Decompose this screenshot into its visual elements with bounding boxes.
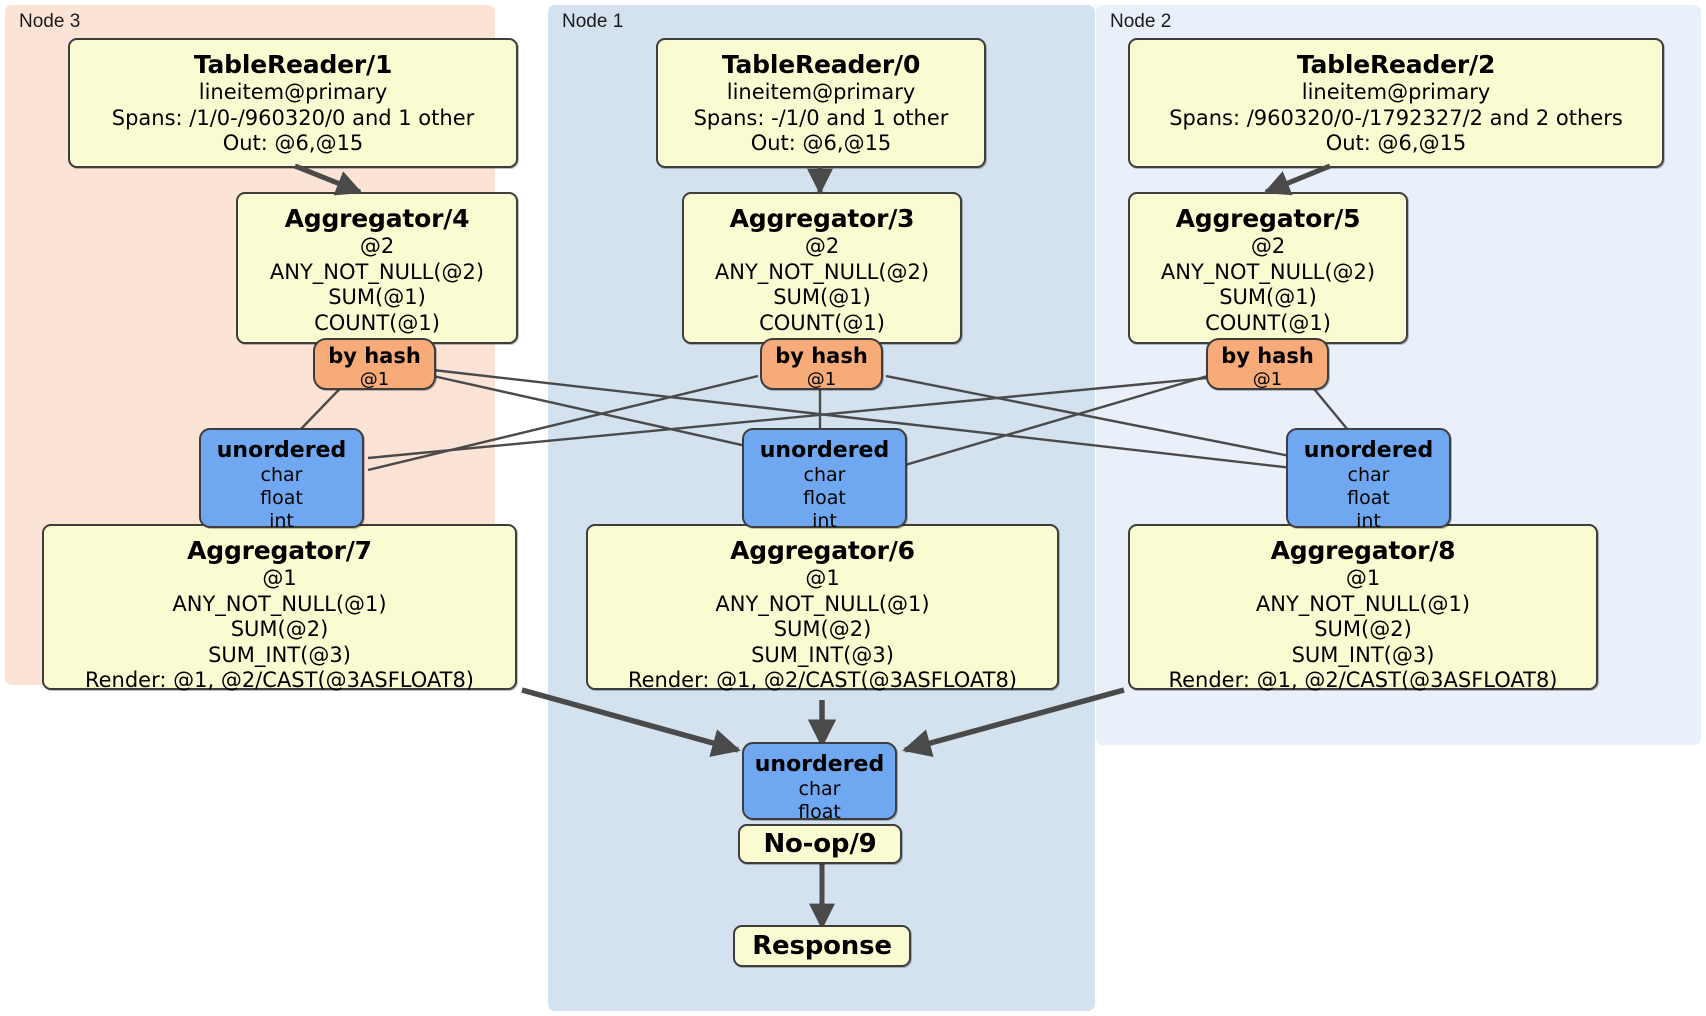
processor-line: Render: @1, @2/CAST(@3ASFLOAT8) xyxy=(1168,668,1558,692)
router-line: float xyxy=(260,487,303,509)
router-unordered-mid[interactable]: unordered char float int xyxy=(742,428,907,532)
processor-line: Out: @6,@15 xyxy=(222,131,364,155)
router-by-hash-mid[interactable]: by hash @1 xyxy=(760,338,883,390)
router-line: char xyxy=(260,464,303,486)
router-line: int xyxy=(1356,510,1381,532)
node-panel-label-node1: Node 1 xyxy=(562,11,624,32)
processor-line: Out: @6,@15 xyxy=(1325,131,1467,155)
processor-line: ANY_NOT_NULL(@2) xyxy=(1160,259,1376,284)
processor-aggregator-4[interactable]: Aggregator/4 @2 ANY_NOT_NULL(@2) SUM(@1)… xyxy=(236,192,518,344)
router-by-hash-right[interactable]: by hash @1 xyxy=(1206,338,1329,390)
router-title: by hash xyxy=(1221,344,1314,368)
processor-line: lineitem@primary xyxy=(198,80,388,104)
processor-aggregator-5[interactable]: Aggregator/5 @2 ANY_NOT_NULL(@2) SUM(@1)… xyxy=(1128,192,1408,344)
router-unordered-left[interactable]: unordered char float int xyxy=(199,428,364,532)
processor-aggregator-6[interactable]: Aggregator/6 @1 ANY_NOT_NULL(@1) SUM(@2)… xyxy=(586,524,1059,692)
processor-line: @1 xyxy=(1345,566,1381,590)
processor-line: ANY_NOT_NULL(@1) xyxy=(172,591,387,616)
processor-line: SUM(@1) xyxy=(773,285,871,309)
processor-line: Spans: /1/0-/960320/0 and 1 other xyxy=(111,105,475,130)
processor-line: Out: @6,@15 xyxy=(750,131,892,155)
node-panel-label-node3: Node 3 xyxy=(19,11,81,32)
processor-title: Aggregator/6 xyxy=(730,536,915,565)
router-title: unordered xyxy=(754,752,885,777)
router-line: float xyxy=(798,801,841,823)
processor-aggregator-7[interactable]: Aggregator/7 @1 ANY_NOT_NULL(@1) SUM(@2)… xyxy=(42,524,517,692)
processor-line: ANY_NOT_NULL(@1) xyxy=(1255,591,1471,616)
processor-line: Render: @1, @2/CAST(@3ASFLOAT8) xyxy=(84,668,475,692)
router-unordered-right[interactable]: unordered char float int xyxy=(1286,428,1451,532)
router-title: unordered xyxy=(216,438,347,463)
processor-response[interactable]: Response xyxy=(733,925,911,967)
processor-line: @2 xyxy=(804,234,840,258)
processor-line: @1 xyxy=(805,566,840,590)
processor-line: SUM_INT(@3) xyxy=(1291,642,1435,667)
processor-line: COUNT(@1) xyxy=(759,310,885,335)
processor-title: TableReader/1 xyxy=(193,50,393,79)
processor-title: Aggregator/3 xyxy=(729,204,915,233)
router-line: @1 xyxy=(1252,369,1283,390)
router-title: by hash xyxy=(775,344,868,368)
processor-tablereader-1[interactable]: TableReader/1 lineitem@primary Spans: /1… xyxy=(68,38,518,168)
processor-line: SUM(@2) xyxy=(230,617,329,641)
processor-title: TableReader/0 xyxy=(721,50,921,79)
router-title: unordered xyxy=(759,438,890,463)
router-line: @1 xyxy=(806,369,837,390)
router-line: int xyxy=(812,510,837,532)
processor-title: TableReader/2 xyxy=(1296,50,1496,79)
processor-line: Render: @1, @2/CAST(@3ASFLOAT8) xyxy=(627,668,1018,692)
processor-line: COUNT(@1) xyxy=(1205,310,1331,335)
router-line: char xyxy=(1347,464,1390,486)
router-title: unordered xyxy=(1303,438,1434,463)
processor-aggregator-8[interactable]: Aggregator/8 @1 ANY_NOT_NULL(@1) SUM(@2)… xyxy=(1128,524,1598,692)
processor-tablereader-0[interactable]: TableReader/0 lineitem@primary Spans: -/… xyxy=(656,38,986,168)
processor-line: Spans: -/1/0 and 1 other xyxy=(693,105,949,130)
router-by-hash-left[interactable]: by hash @1 xyxy=(313,338,436,390)
processor-line: ANY_NOT_NULL(@2) xyxy=(269,259,485,284)
router-line: float xyxy=(803,487,846,509)
processor-line: SUM(@2) xyxy=(1314,617,1412,641)
processor-line: lineitem@primary xyxy=(1301,80,1491,104)
processor-line: SUM(@1) xyxy=(1219,285,1317,309)
processor-aggregator-3[interactable]: Aggregator/3 @2 ANY_NOT_NULL(@2) SUM(@1)… xyxy=(682,192,962,344)
processor-line: SUM(@2) xyxy=(773,617,872,641)
processor-line: @2 xyxy=(359,234,395,258)
processor-title: No-op/9 xyxy=(763,829,877,859)
processor-title: Aggregator/4 xyxy=(284,204,470,233)
node-panel-label-node2: Node 2 xyxy=(1110,11,1172,32)
router-unordered-final[interactable]: unordered char float xyxy=(742,742,897,823)
router-line: char xyxy=(803,464,846,486)
processor-title: Aggregator/8 xyxy=(1270,536,1456,565)
processor-title: Aggregator/7 xyxy=(187,536,372,565)
processor-noop-9[interactable]: No-op/9 xyxy=(738,824,902,864)
processor-line: SUM_INT(@3) xyxy=(208,642,351,667)
processor-line: @2 xyxy=(1250,234,1286,258)
processor-title: Aggregator/5 xyxy=(1175,204,1361,233)
processor-title: Response xyxy=(752,931,892,961)
router-line: float xyxy=(1347,487,1390,509)
processor-tablereader-2[interactable]: TableReader/2 lineitem@primary Spans: /9… xyxy=(1128,38,1664,168)
router-line: int xyxy=(269,510,294,532)
processor-line: Spans: /960320/0-/1792327/2 and 2 others xyxy=(1169,105,1623,130)
processor-line: SUM_INT(@3) xyxy=(751,642,894,667)
processor-line: COUNT(@1) xyxy=(314,310,440,335)
processor-line: ANY_NOT_NULL(@2) xyxy=(714,259,930,284)
processor-line: ANY_NOT_NULL(@1) xyxy=(715,591,930,616)
router-title: by hash xyxy=(328,344,421,368)
router-line: @1 xyxy=(359,369,390,390)
processor-line: @1 xyxy=(262,566,297,590)
processor-line: lineitem@primary xyxy=(726,80,916,104)
processor-line: SUM(@1) xyxy=(328,285,426,309)
router-line: char xyxy=(798,778,841,800)
